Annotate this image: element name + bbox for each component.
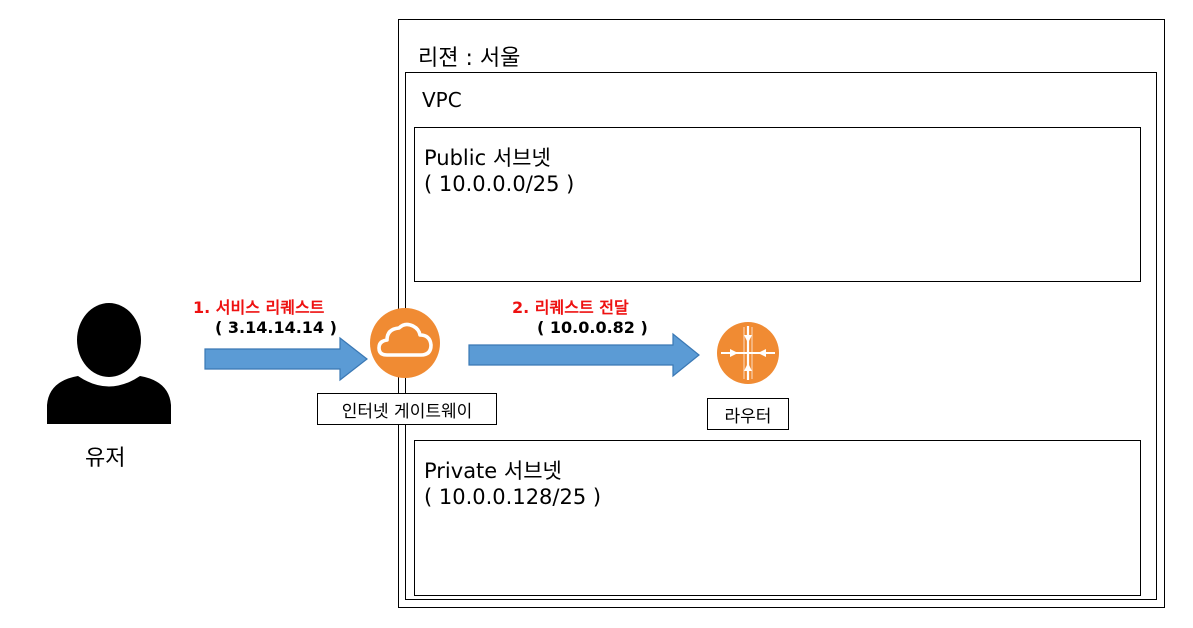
user-label: 유저 xyxy=(85,446,126,471)
step1-ip: ( 3.14.14.14 ) xyxy=(215,318,337,337)
public-subnet-cidr: ( 10.0.0.0/25 ) xyxy=(424,172,575,196)
private-subnet-cidr: ( 10.0.0.128/25 ) xyxy=(424,485,602,509)
private-subnet-name: Private 서브넷 xyxy=(424,459,562,483)
public-subnet-box xyxy=(414,127,1141,282)
cloud-icon xyxy=(370,308,440,378)
gateway-label: 인터넷 게이트웨이 xyxy=(317,393,497,425)
user-silhouette-icon xyxy=(47,303,171,424)
vpc-label: VPC xyxy=(422,88,462,112)
arrow-gateway-to-router xyxy=(468,332,700,378)
step1-title: 1. 서비스 리퀘스트 xyxy=(193,298,325,317)
step2-title: 2. 리퀘스트 전달 xyxy=(512,298,629,317)
router-label: 라우터 xyxy=(707,398,789,430)
arrow-user-to-gateway xyxy=(204,336,368,382)
region-label: 리젼 : 서울 xyxy=(418,46,521,71)
private-subnet-box xyxy=(414,440,1141,596)
public-subnet-name: Public 서브넷 xyxy=(424,146,551,170)
router-icon xyxy=(717,322,779,384)
step2-ip: ( 10.0.0.82 ) xyxy=(537,318,648,337)
